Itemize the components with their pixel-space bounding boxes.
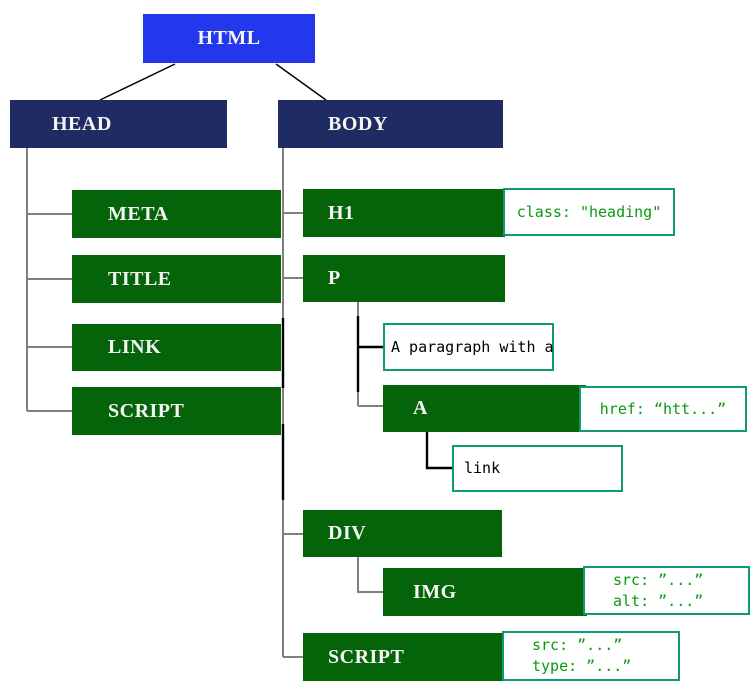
node-body-script: SCRIPT [303,633,502,681]
annotation-img-src: src: ”...” [613,570,704,589]
node-meta: META [72,190,281,238]
annotation-script-type: type: ”...” [532,657,632,675]
node-div: DIV [303,510,502,557]
annotation-script-src: src: ”...” [532,636,623,654]
node-body: BODY [278,100,503,148]
node-a: A [383,385,586,432]
node-title: TITLE [72,255,281,303]
edge-div-img [357,557,384,593]
annotation-a-href: href: “htt...” [579,386,747,432]
link-text: link [464,459,501,477]
annotation-img-attrs: src: ”...” alt: ”...” [583,566,750,615]
edge-html-head [99,63,176,101]
annotation-img-alt: alt: ”...” [613,591,704,610]
node-head: HEAD [10,100,227,148]
edge-a-link [425,432,453,470]
node-head-script: SCRIPT [72,387,281,435]
annotation-a-href-text: href: “htt...” [599,399,727,418]
text-node-paragraph: A paragraph with a [383,323,554,371]
annotation-h1-class: class: "heading" [503,188,675,236]
node-html: HTML [143,14,315,63]
edge-html-body [275,63,327,101]
node-p: P [303,255,505,302]
annotation-h1-class-text: class: "heading" [516,202,662,221]
node-h1: H1 [303,189,505,237]
node-link: LINK [72,324,281,371]
text-node-link: link [452,445,623,492]
node-img: IMG [383,568,587,616]
paragraph-text: A paragraph with a [391,337,554,356]
annotation-script-attrs: src: ”...” type: ”...” [502,631,680,681]
